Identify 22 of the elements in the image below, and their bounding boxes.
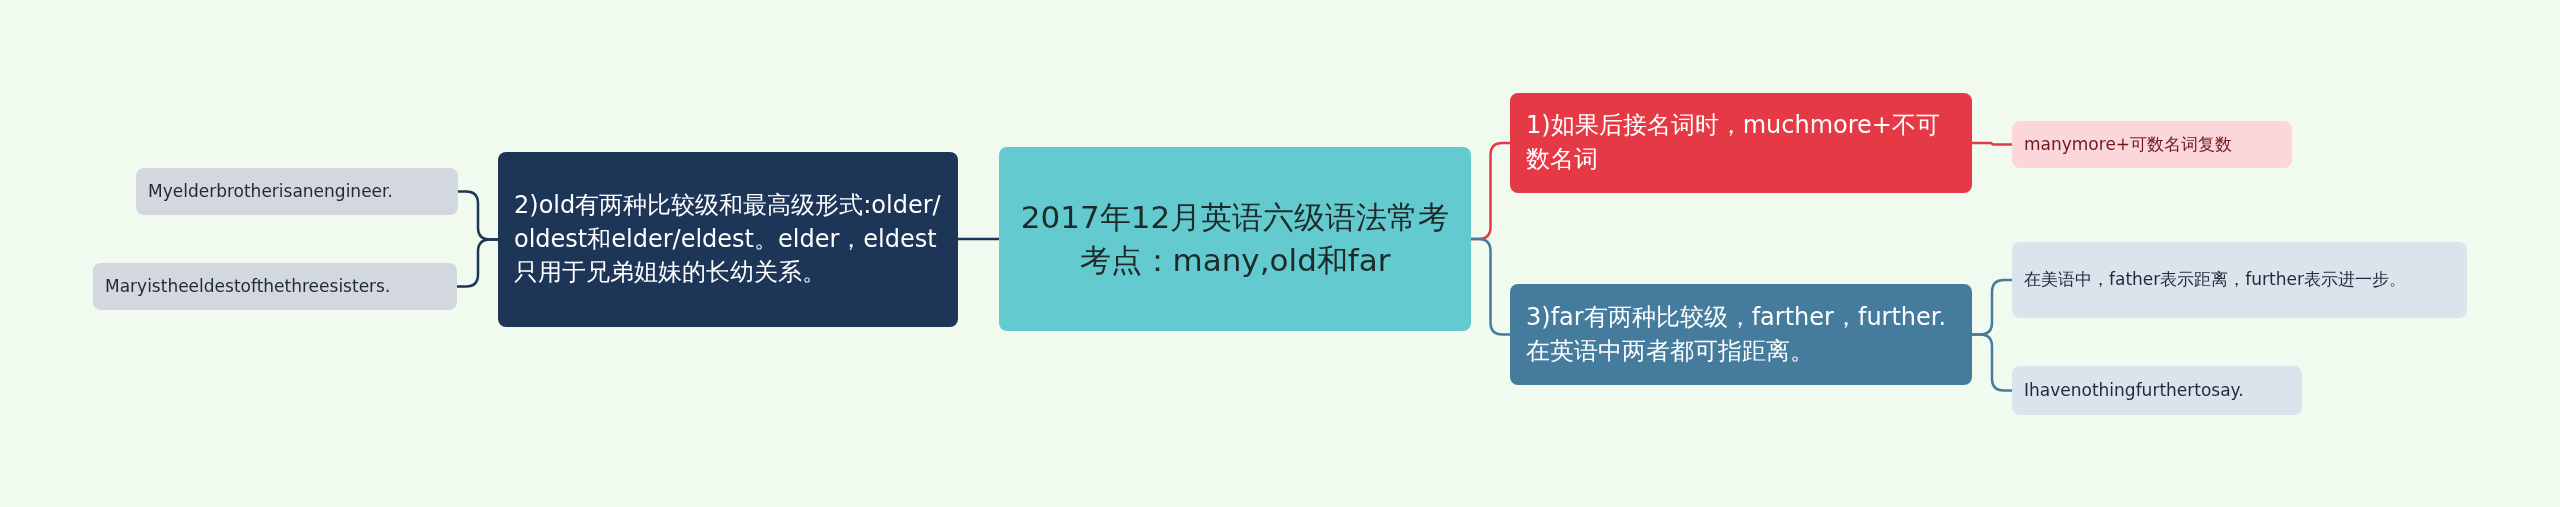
node-text: Myelderbrotherisanengineer. [148, 179, 393, 203]
leaf-box [93, 263, 457, 310]
node-text: Ihavenothingfurthertosay. [2024, 378, 2244, 402]
node-text: 2017年12月英语六级语法常考考点：many,old和far [1019, 197, 1451, 280]
node-text: 在美语中，father表示距离，further表示进一步。 [2024, 268, 2406, 292]
branch-box [498, 152, 958, 327]
topic-box [999, 147, 1471, 331]
branch-box [1510, 93, 1972, 193]
connector-line [1471, 237, 1510, 336]
connector-line [958, 237, 999, 241]
node-text: 2)old有两种比较级和最高级形式:older/oldest和elder/eldest。elder，eldest只用于兄弟姐妹的长幼关系。 [514, 190, 942, 289]
connector-line [1972, 141, 2012, 146]
node-text: Maryistheeldestofthethreesisters. [105, 274, 391, 298]
leaf-box [2012, 242, 2467, 318]
connector-line [457, 238, 498, 288]
node-text: 1)如果后接名词时，muchmore+不可数名词 [1526, 110, 1941, 175]
leaf-box [2012, 121, 2292, 168]
node-text: 3)far有两种比较级，farther，further.在英语中两者都可指距离。 [1526, 301, 1948, 367]
leaf-box [136, 168, 458, 215]
node-text: manymore+可数名词复数 [2024, 132, 2233, 156]
branch-box [1510, 284, 1972, 385]
leaf-box [2012, 366, 2302, 415]
